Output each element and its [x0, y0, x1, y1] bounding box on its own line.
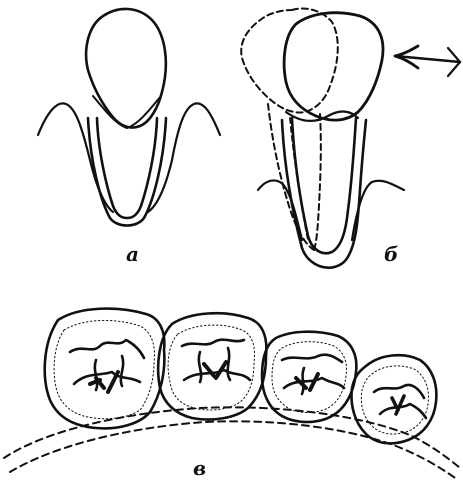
- panel-a-tooth: [38, 9, 220, 226]
- arch-line-inner: [10, 421, 458, 480]
- panel-b-crown: [284, 13, 383, 120]
- panel-b-original-crown: [241, 9, 338, 113]
- panel-a-socket: [88, 118, 166, 226]
- panel-label-v: в: [193, 458, 206, 478]
- panel-a-gum-line: [38, 103, 220, 212]
- panel-v-dental-arch: [4, 309, 460, 480]
- panel-a-enamel-line: [93, 96, 161, 128]
- panel-label-a: а: [126, 244, 139, 264]
- panel-a-crown: [86, 9, 166, 128]
- panel-b-root: [292, 118, 356, 253]
- panel-b-original-root-right: [314, 114, 321, 250]
- molar-1: [45, 309, 165, 429]
- panel-b-tooth: [241, 9, 404, 268]
- force-arrow: [395, 46, 460, 76]
- panel-label-b: б: [384, 244, 398, 264]
- panel-b-gum-line: [258, 180, 404, 240]
- molar-2: [158, 313, 266, 419]
